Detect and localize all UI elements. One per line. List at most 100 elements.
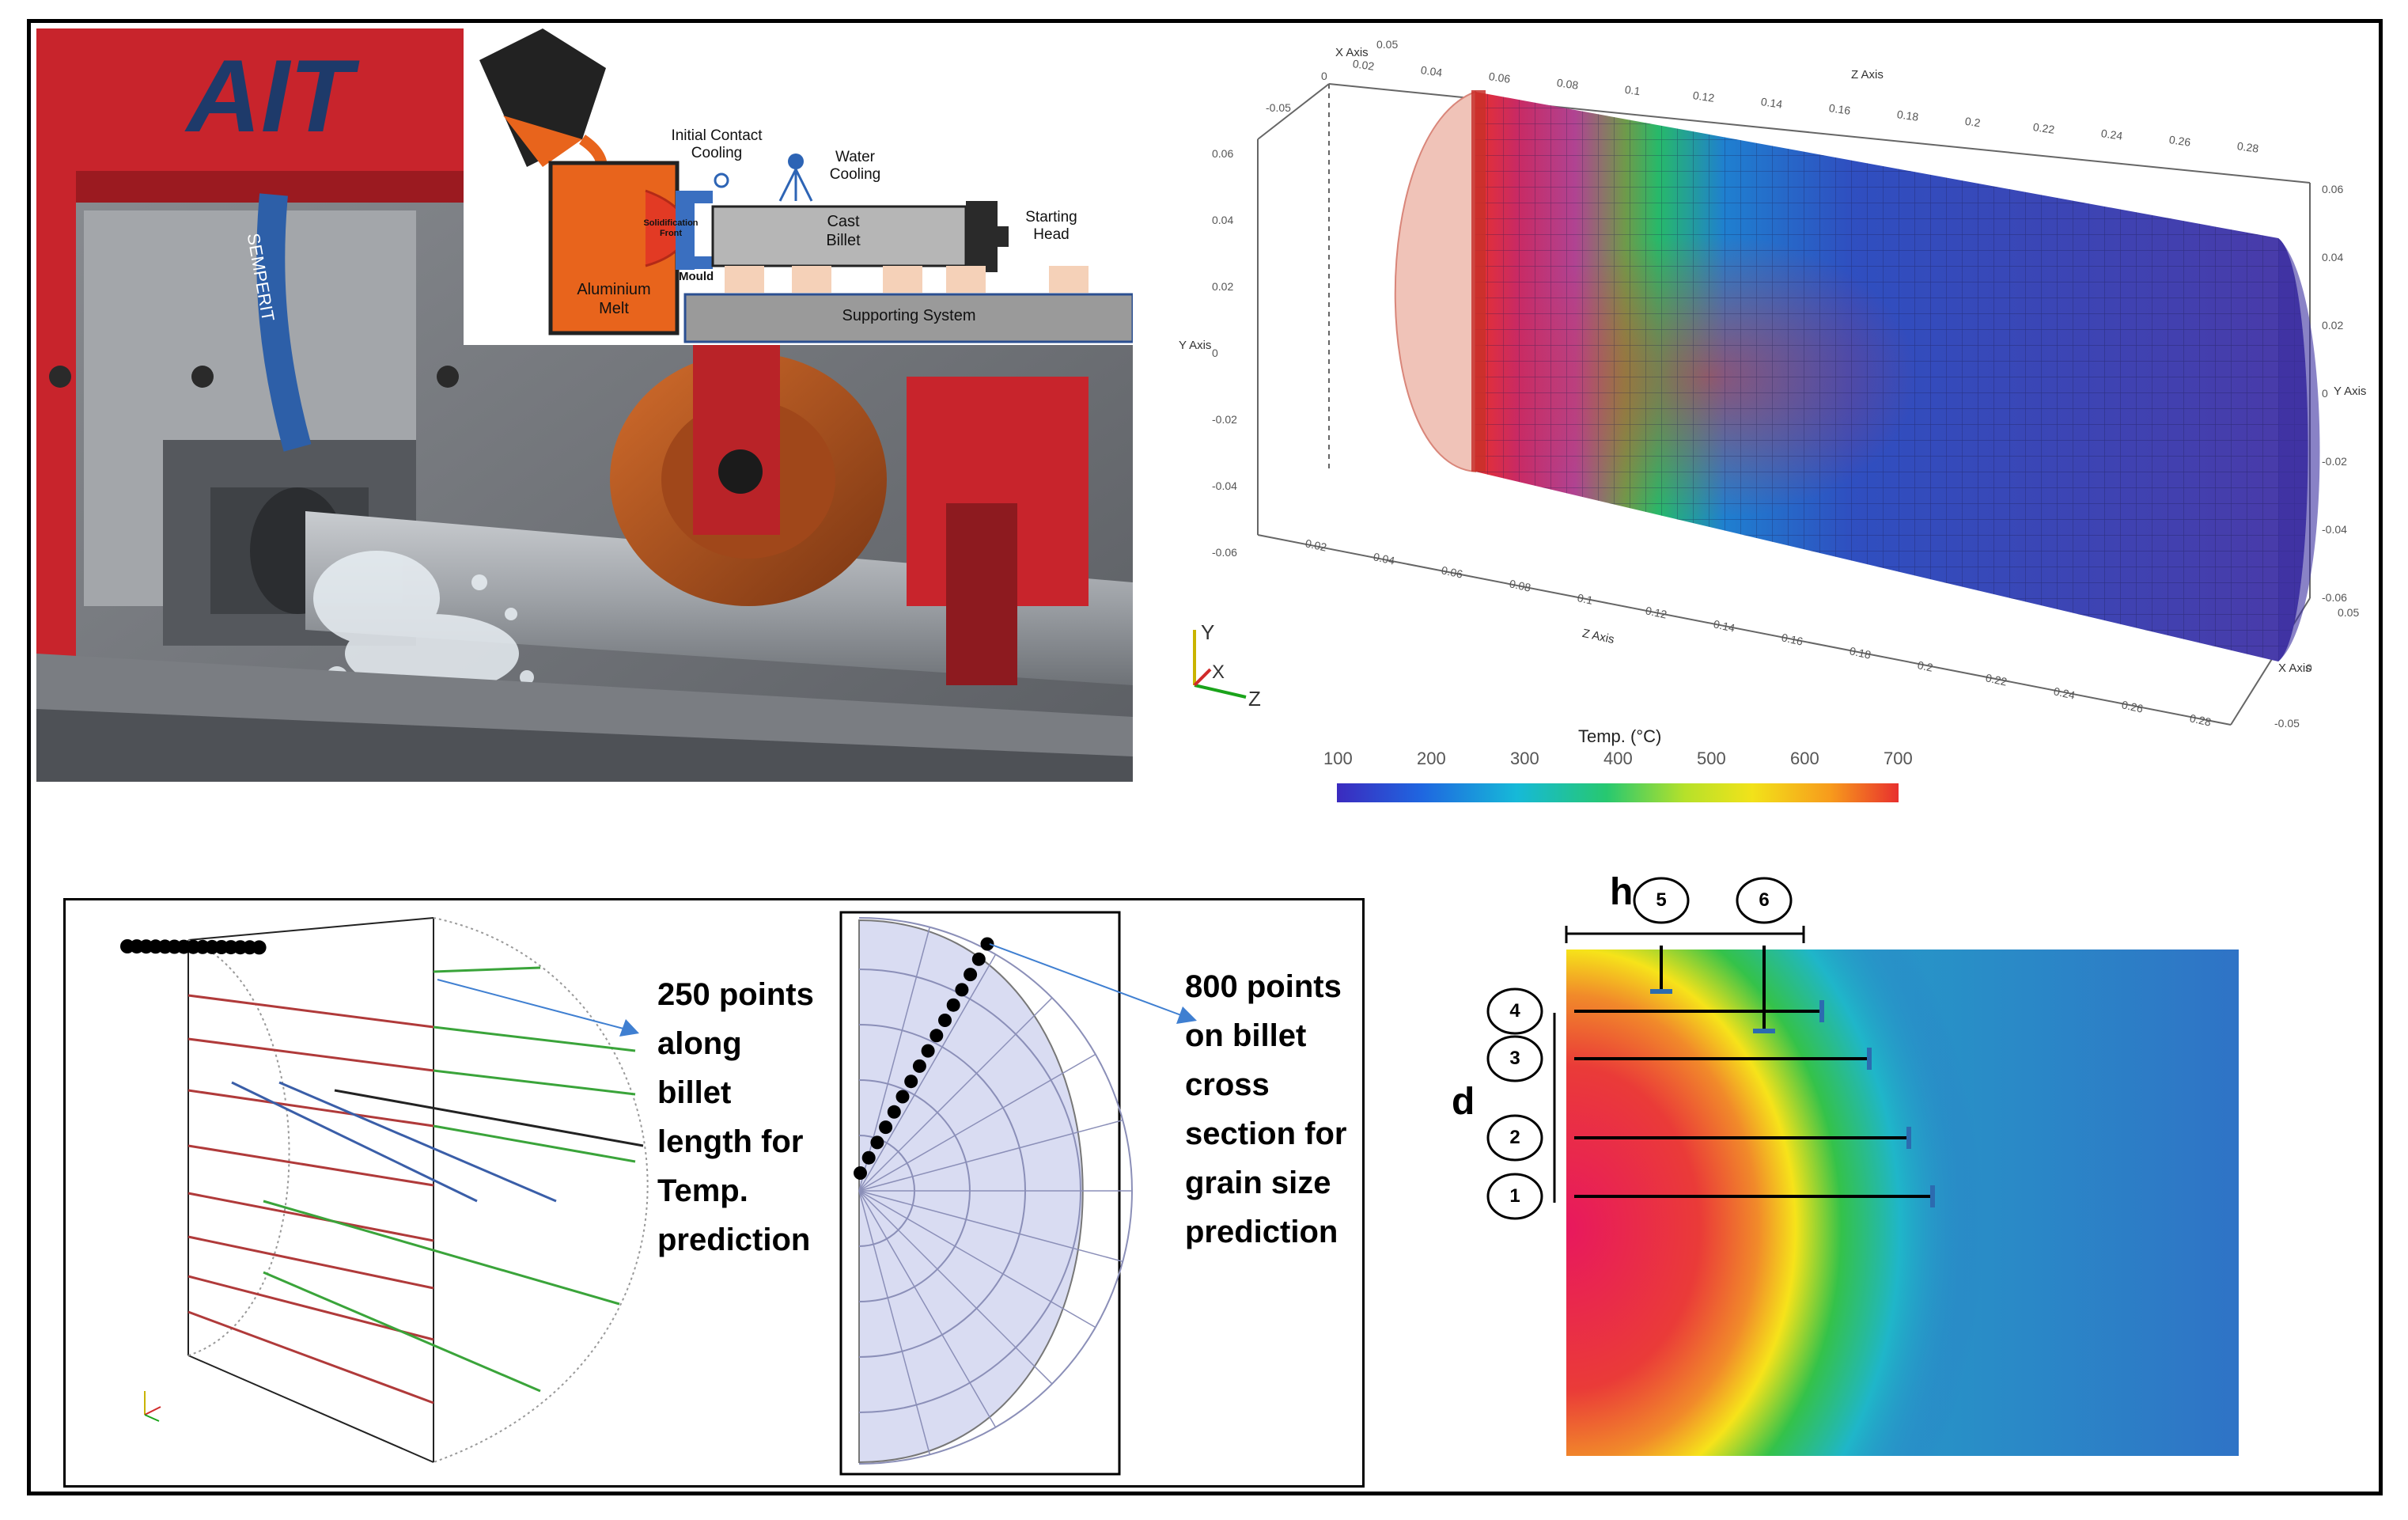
y-tick-right: -0.02 (2322, 455, 2347, 468)
x-axis-label-right: X Axis (2278, 661, 2311, 675)
cross-section-sampling-dot (921, 1044, 935, 1058)
colorbar-tick: 300 (1510, 749, 1539, 768)
d-label: d (1452, 1081, 1475, 1123)
y-tick-right: -0.06 (2322, 591, 2347, 604)
x-tick-top: 0.05 (1376, 38, 1399, 51)
ait-logo: AIT (184, 38, 360, 154)
y-tick-left: 0.02 (1212, 280, 1234, 293)
y-tick-right: -0.04 (2322, 523, 2347, 536)
x-tick-top: 0 (1321, 70, 1327, 82)
cross-section-points-caption: 800 points on billet cross section for g… (1185, 962, 1346, 1257)
measurement-end-tick (1930, 1185, 1935, 1207)
length-sampling-dot (252, 940, 267, 955)
cross-section-sampling-dot (912, 1059, 926, 1073)
marker-circle (1486, 1035, 1543, 1082)
length-caption-line-1: 250 points (657, 977, 814, 1012)
y-tick-left: -0.04 (1212, 480, 1237, 492)
colorbar-tick: 400 (1603, 749, 1633, 768)
colorbar-tick: 700 (1884, 749, 1913, 768)
triad-x-label: X (1212, 661, 1225, 683)
sampling-points-diagram (120, 911, 1197, 1476)
x-tick-right: 0.05 (2338, 606, 2360, 619)
length-points-caption: 250 points along billet length for Temp.… (657, 970, 814, 1264)
measurement-end-tick (1753, 1029, 1775, 1033)
temperature-2d-map (1486, 877, 2239, 1456)
y-tick-left: 0.06 (1212, 147, 1234, 160)
sampling-points-panel: 250 points along billet length for Temp.… (63, 898, 1365, 1488)
x-axis-label-top: X Axis (1335, 46, 1369, 59)
measurement-end-tick (1906, 1127, 1911, 1149)
cross-caption-line-1: 800 points (1185, 969, 1342, 1004)
measurement-end-tick (1650, 989, 1672, 994)
y-tick-right: 0 (2322, 387, 2328, 400)
triad-z-label: Z (1248, 687, 1261, 711)
cross-section-sampling-dot (938, 1014, 952, 1027)
casting-schematic (464, 28, 1133, 345)
cross-section-sampling-dot (980, 937, 994, 951)
marker-circle (1486, 1114, 1543, 1162)
cross-section-spoke (858, 1053, 1096, 1192)
cross-section-spoke (858, 927, 931, 1192)
y-tick-right: 0.04 (2322, 251, 2344, 263)
marker-number: 1 (1509, 1185, 1520, 1207)
z-tick-top: 0.1 (1623, 82, 1641, 98)
z-axis-label-top: Z Axis (1851, 68, 1884, 81)
cross-section-spoke (858, 1190, 997, 1428)
cross-section-sampling-dot (870, 1135, 884, 1150)
cross-section-spoke (858, 1190, 1096, 1329)
colorbar-tick: 600 (1790, 749, 1819, 768)
length-caption-line-5: Temp. (657, 1173, 748, 1208)
cross-section-sampling-dot (955, 983, 969, 997)
x-tick-top: -0.05 (1266, 101, 1291, 114)
cross-section-spoke (858, 953, 997, 1192)
cross-section-sampling-dot (946, 998, 960, 1012)
cross-section-sampling-dot (930, 1029, 944, 1043)
y-tick-left: 0.04 (1212, 214, 1234, 226)
marker-circle (1736, 877, 1793, 924)
colorbar-tick: 100 (1323, 749, 1353, 768)
measurement-arrows (1574, 946, 1935, 1207)
marker-number: 6 (1759, 889, 1770, 911)
marker-circle (1486, 987, 1543, 1035)
y-tick-left: -0.06 (1212, 546, 1237, 559)
cross-section-sampling-dot (861, 1150, 876, 1165)
figure-frame (27, 19, 2383, 1495)
y-tick-right: 0.06 (2322, 183, 2344, 195)
solidification-front-label: Solidification Front (643, 218, 699, 238)
casting-photo-illustration: AIT SEMPERIT (36, 28, 1133, 782)
cast-billet-label: Cast Billet (826, 213, 861, 249)
length-sampling-dots (120, 939, 267, 955)
z-tick-top: 0.2 (1963, 114, 1982, 130)
x-tick-right: 0 (2306, 661, 2312, 674)
cross-section-sampling-dot (879, 1120, 893, 1135)
supporting-system-label: Supporting System (842, 307, 976, 324)
temperature-3d-panel: X Axis Z Axis Y Axis Y Axis Z Axis X Axi… (1171, 28, 2373, 812)
y-axis-label-right: Y Axis (2334, 385, 2367, 398)
marker-number: 4 (1509, 1000, 1520, 1022)
colorbar-tick: 200 (1417, 749, 1446, 768)
x-tick-right: -0.05 (2274, 717, 2300, 730)
cross-section-spoke (858, 1190, 1123, 1263)
cross-section-sampling-dots (854, 937, 994, 1180)
aluminium-melt-label: Aluminium Melt (577, 281, 651, 317)
y-tick-left: -0.02 (1212, 413, 1237, 426)
casting-photo-panel: AIT SEMPERIT (36, 28, 1133, 782)
y-tick-left: 0 (1212, 347, 1218, 359)
cross-section-sampling-dot (971, 952, 986, 966)
cross-caption-line-3: cross (1185, 1067, 1270, 1102)
marker-number: 5 (1656, 889, 1667, 911)
cross-section-sampling-dot (904, 1075, 918, 1089)
cross-caption-line-4: section for (1185, 1116, 1347, 1151)
cross-caption-line-6: prediction (1185, 1215, 1338, 1249)
measurement-end-tick (1819, 1000, 1824, 1022)
initial-contact-cooling-label: Initial Contact Cooling (671, 127, 763, 161)
temperature-3d-plot (1193, 83, 2320, 802)
cross-caption-line-5: grain size (1185, 1166, 1331, 1200)
cross-section-sampling-dot (964, 968, 978, 982)
triad-y-label: Y (1201, 620, 1215, 644)
colorbar-tick: 500 (1697, 749, 1726, 768)
mould-label: Mould (679, 270, 714, 283)
y-axis-label-left: Y Axis (1179, 339, 1212, 352)
colorbar-title: Temp. (°C) (1578, 726, 1662, 746)
cross-section-spoke (858, 1119, 1123, 1192)
